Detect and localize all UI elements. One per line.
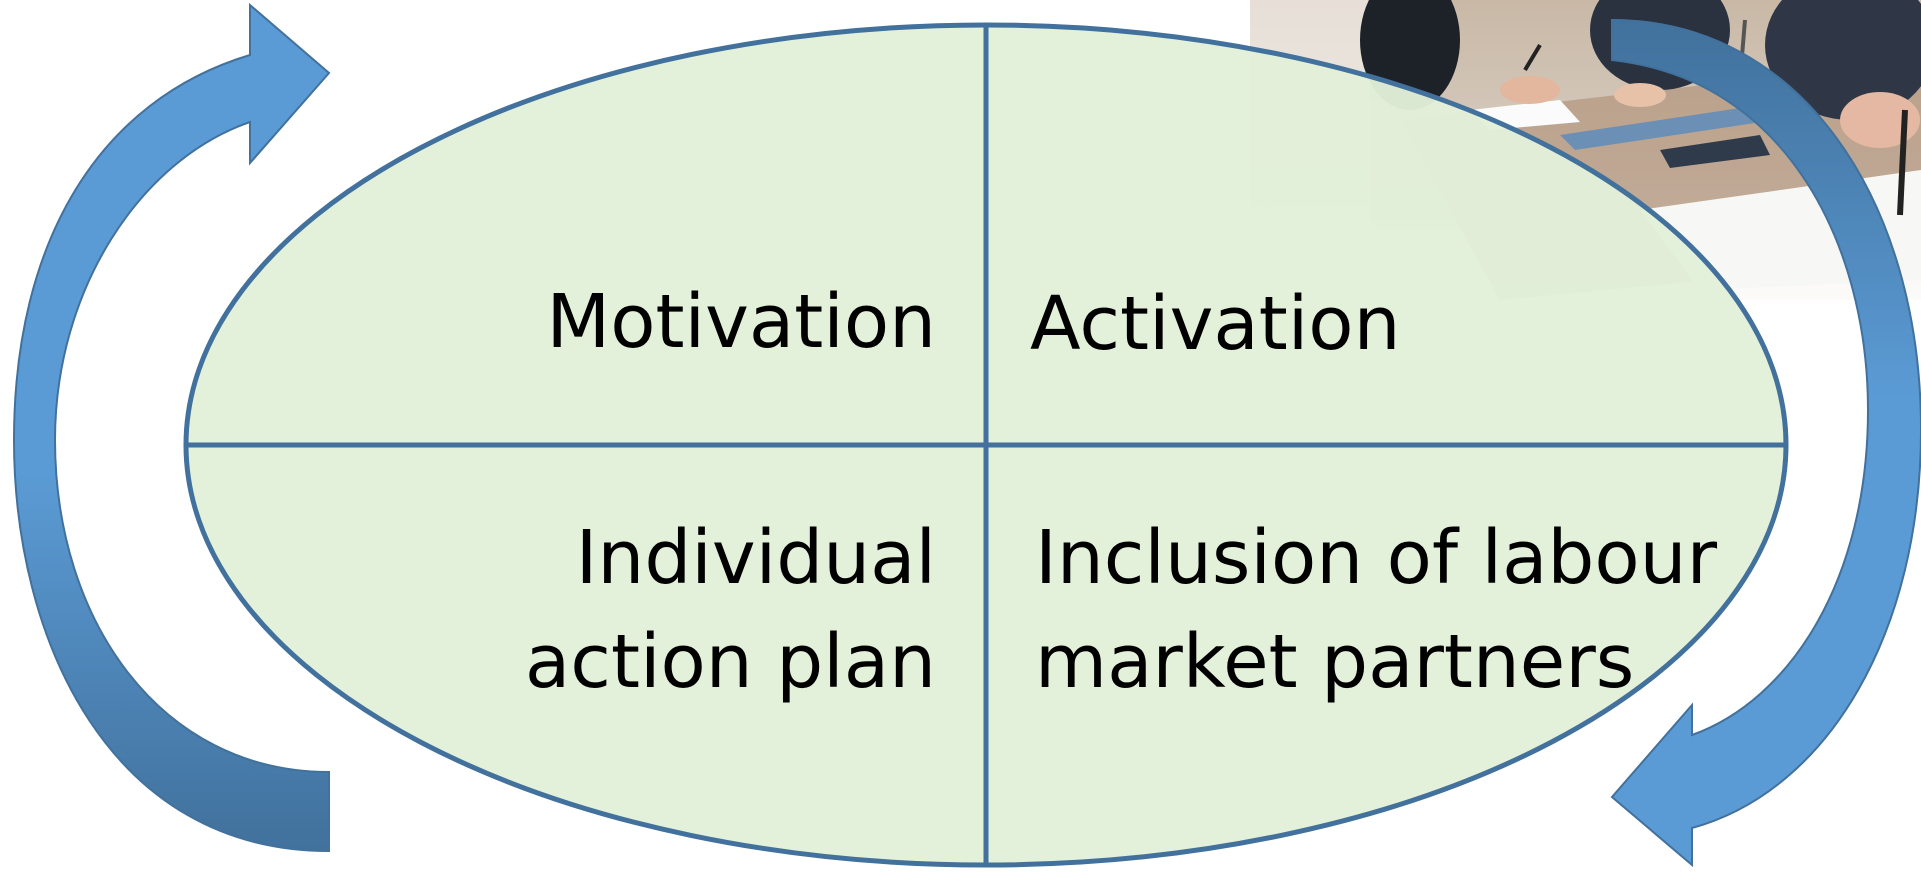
curved-cycle-arrow-up-icon (12, 2, 331, 853)
quadrant-ellipse (183, 22, 1789, 868)
market-partners-text: market partners (1035, 619, 1635, 705)
motivation-text: Motivation (546, 279, 936, 365)
action-plan-text: action plan (524, 619, 936, 705)
curved-cycle-arrow-down-icon (1610, 18, 1921, 868)
quadrant-label-labour-market-partners: Inclusion of labour market partners (1035, 506, 1717, 714)
inclusion-text: Inclusion of labour (1035, 515, 1718, 601)
quadrant-label-activation: Activation (1030, 272, 1400, 376)
quadrant-label-individual-action-plan: Individual action plan (525, 506, 936, 714)
individual-text: Individual (575, 515, 936, 601)
quadrant-label-motivation: Motivation (546, 270, 936, 374)
activation-text: Activation (1030, 281, 1401, 367)
